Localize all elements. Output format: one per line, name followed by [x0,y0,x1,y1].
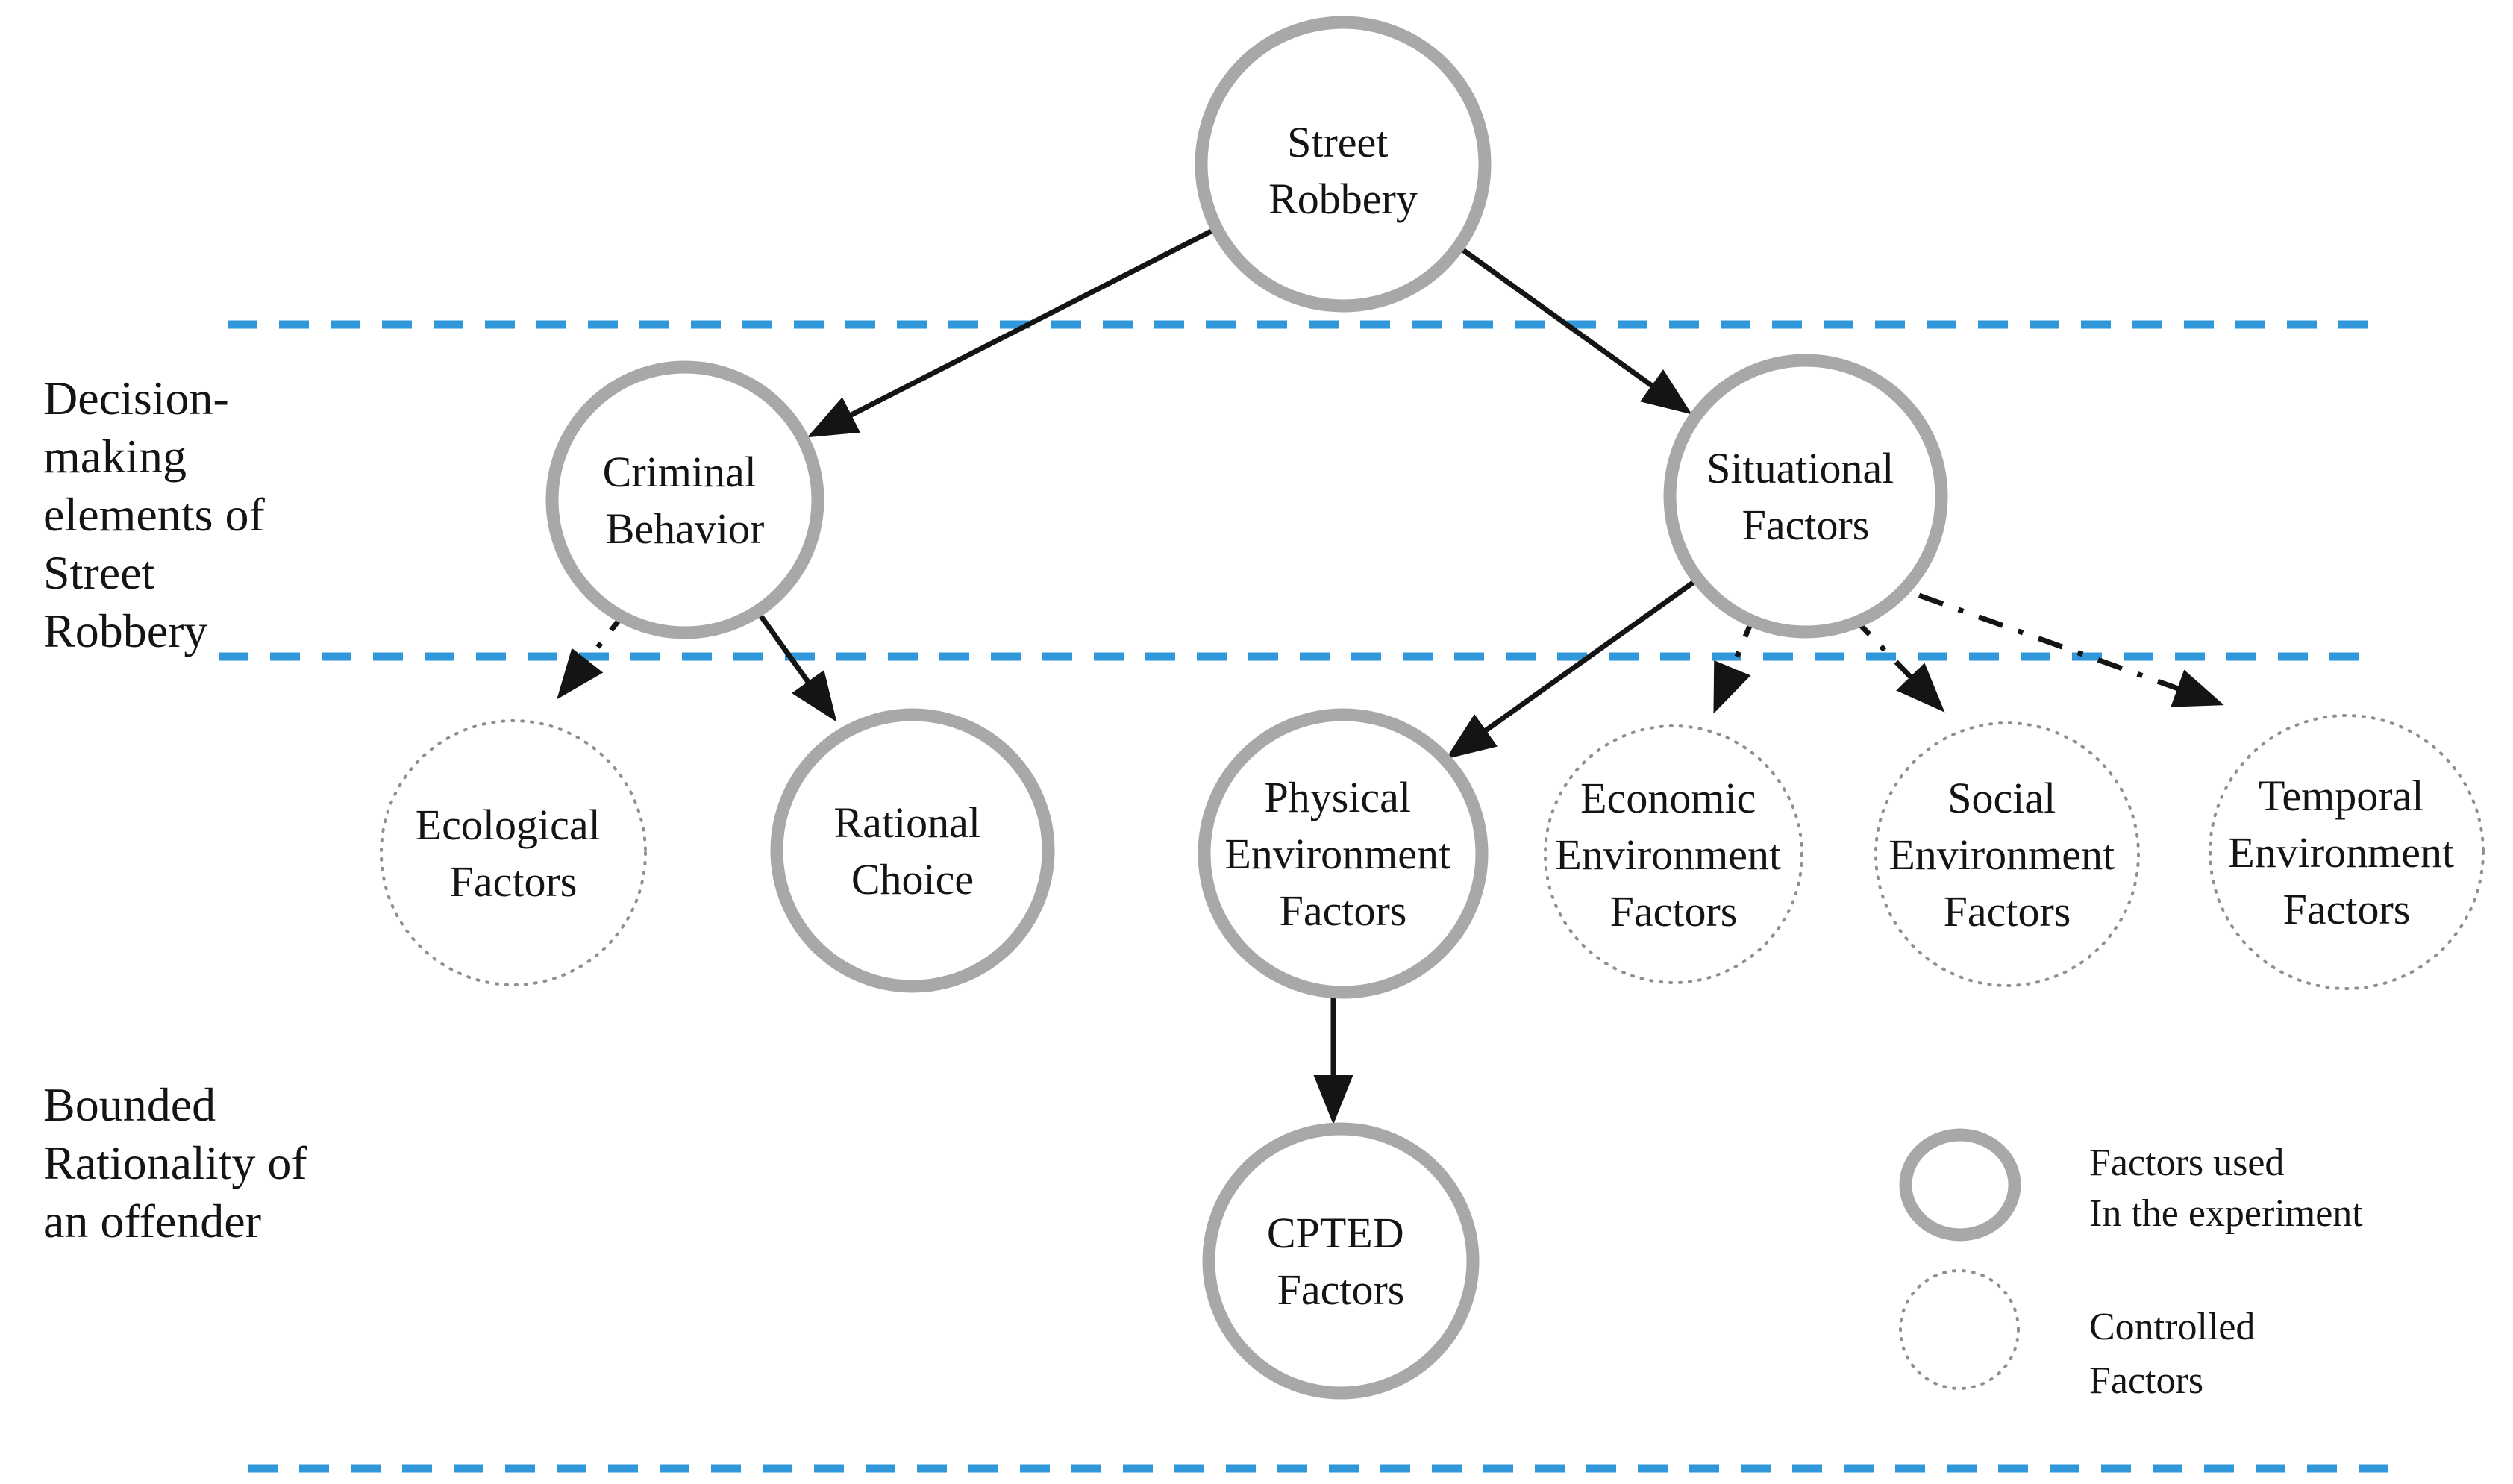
ecological-factors-circle [380,719,647,986]
legend: Factors used In the experiment Controlle… [1899,1128,2363,1402]
arrow-situational-to-social-environment [1850,614,1945,713]
node-cpted-factors: CPTED Factors [1202,1122,1480,1400]
section-label-bounded-rationality: Bounded Rationality of an offender [43,1078,319,1247]
physical-environment-factors-label: Physical Environment Factors [1224,773,1461,935]
legend-controlled-circle-icon [1899,1269,2020,1390]
legend-experiment-label: Factors used In the experiment [2089,1142,2363,1235]
node-physical-environment-factors: Physical Environment Factors [1198,708,1489,999]
node-situational-factors: Situational Factors [1663,354,1948,639]
arrow-criminal-behavior-to-rational-choice [755,609,837,722]
node-ecological-factors: Ecological Factors [380,719,647,986]
arrow-criminal-behavior-to-ecological-factors [557,608,629,700]
social-environment-factors-label: Social Environment Factors [1888,774,2125,936]
social-environment-factors-circle [1874,721,2140,987]
legend-experiment-circle-icon [1899,1128,2021,1242]
node-social-environment-factors: Social Environment Factors [1874,721,2140,987]
economic-environment-factors-circle [1544,724,1803,984]
street-robbery-label: Street Robbery [1268,118,1418,223]
street-robbery-circle [1195,16,1492,313]
node-criminal-behavior: Criminal Behavior [545,360,824,639]
node-temporal-environment-factors: Temporal Environment Factors [2209,714,2485,990]
situational-factors-circle [1663,354,1948,639]
temporal-environment-factors-label: Temporal Environment Factors [2228,771,2465,933]
node-economic-environment-factors: Economic Environment Factors [1544,724,1803,984]
criminal-behavior-circle [545,360,824,639]
physical-environment-factors-circle [1198,708,1489,999]
node-street-robbery: Street Robbery [1195,16,1492,313]
cpted-factors-circle [1202,1122,1480,1400]
economic-environment-factors-label: Economic Environment Factors [1555,774,1791,936]
legend-controlled-label: Controlled Factors [2089,1306,2265,1402]
arrow-street-robbery-to-situational-factors [1456,245,1692,415]
arrow-situational-to-economic-environment [1713,612,1758,714]
ecological-factors-label: Ecological Factors [416,801,612,906]
rational-choice-circle [770,708,1055,993]
situational-factors-label: Situational Factors [1706,444,1905,549]
criminal-behavior-label: Criminal Behavior [603,448,768,553]
arrow-street-robbery-to-criminal-behavior [807,225,1218,438]
node-rational-choice: Rational Choice [770,708,1055,993]
cpted-factors-label: CPTED Factors [1267,1209,1415,1314]
arrow-situational-to-temporal-environment [1918,592,2224,707]
temporal-environment-factors-circle [2209,714,2485,990]
section-label-decision-making: Decision- making elements of Street Robb… [43,372,277,657]
rational-choice-label: Rational Choice [833,798,991,904]
arrow-situational-to-physical-environment [1445,577,1700,760]
